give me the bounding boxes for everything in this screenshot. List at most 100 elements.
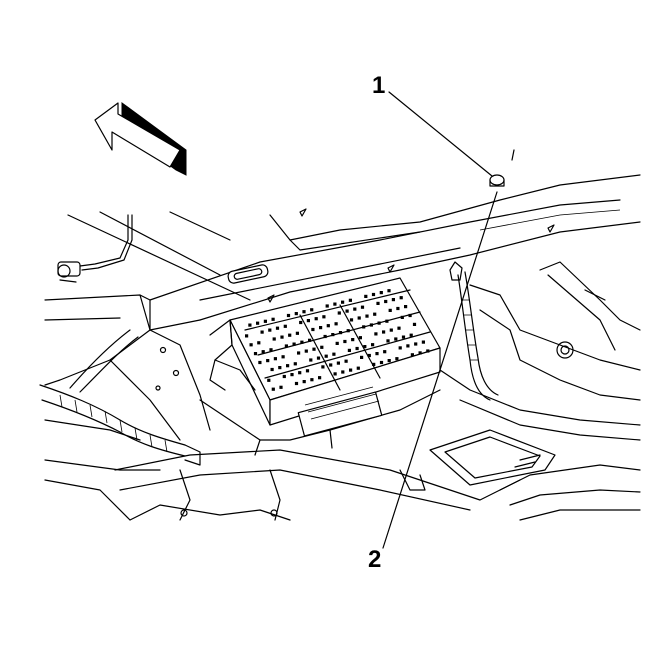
fuse-terminal bbox=[269, 348, 273, 352]
fuse-block bbox=[229, 277, 441, 426]
fuse-terminal bbox=[376, 301, 380, 305]
fuse-block-bracket bbox=[199, 319, 441, 456]
fuse-terminal bbox=[374, 332, 378, 336]
fuse-terminal bbox=[396, 306, 400, 311]
fuse-terminal bbox=[364, 294, 368, 298]
callout-leaders bbox=[382, 91, 498, 549]
fuse-terminal bbox=[372, 362, 376, 366]
fuse-terminal bbox=[312, 347, 316, 351]
fuse-terminal bbox=[409, 333, 413, 337]
fuse-terminal bbox=[375, 352, 379, 356]
fuse-terminal bbox=[331, 333, 335, 337]
fuse-terminal bbox=[298, 371, 302, 375]
fuse-terminal bbox=[373, 312, 377, 316]
fuse-terminal bbox=[358, 336, 362, 340]
fuse-terminal bbox=[322, 315, 326, 319]
fuse-terminal bbox=[341, 300, 345, 304]
fuse-terminal bbox=[256, 321, 260, 325]
fuse-terminal bbox=[302, 380, 306, 384]
wiring-harness-left bbox=[39, 329, 201, 466]
fuse-terminal bbox=[386, 339, 390, 343]
fuse-terminal bbox=[344, 359, 348, 363]
fuse-terminal bbox=[404, 305, 408, 309]
fuse-terminal bbox=[349, 368, 353, 372]
fuse-terminal bbox=[363, 345, 367, 349]
fuse-terminal bbox=[387, 359, 391, 363]
fuse-terminal bbox=[275, 326, 280, 330]
fuse-terminal bbox=[345, 309, 349, 313]
fuse-terminal bbox=[371, 292, 376, 297]
fuse-terminal bbox=[268, 328, 272, 332]
fuse-terminal bbox=[299, 320, 303, 325]
fuse-terminal bbox=[284, 344, 288, 348]
fuse-terminal bbox=[273, 357, 277, 361]
fuse-terminal bbox=[293, 362, 297, 366]
fuse-terminal bbox=[319, 326, 323, 330]
fuse-terminal bbox=[323, 334, 327, 339]
fuse-terminal bbox=[347, 348, 351, 352]
fuse-terminal bbox=[338, 331, 343, 335]
fuse-terminal bbox=[371, 343, 375, 347]
fuse-terminal bbox=[257, 341, 261, 345]
fuse-terminal bbox=[360, 305, 365, 309]
fuse-terminal bbox=[412, 322, 417, 326]
fuse-terminal bbox=[316, 356, 321, 360]
fuse-terminal bbox=[294, 312, 298, 316]
fuse-terminal bbox=[388, 308, 392, 312]
fuse-terminal bbox=[266, 359, 270, 363]
fuse-terminal bbox=[337, 311, 341, 315]
fuse-terminal bbox=[341, 370, 345, 374]
fuse-terminal bbox=[282, 374, 286, 379]
fuse-terminal bbox=[295, 331, 299, 335]
fuse-terminal bbox=[253, 352, 258, 356]
fuse-terminal bbox=[320, 345, 324, 349]
fuse-terminal bbox=[387, 289, 391, 293]
fuse-terminal bbox=[356, 366, 360, 370]
fuse-terminal bbox=[332, 352, 336, 356]
fuse-terminal bbox=[334, 322, 338, 326]
fuse-terminal bbox=[426, 349, 430, 353]
floor-pan bbox=[114, 449, 521, 521]
fuse-terminal bbox=[335, 341, 339, 345]
fuse-terminal bbox=[300, 340, 304, 344]
fuse-terminal bbox=[294, 381, 299, 386]
fuse-terminal bbox=[314, 317, 318, 321]
dash-markers bbox=[267, 208, 555, 303]
fuse-terminal bbox=[349, 318, 354, 322]
fuse-terminal bbox=[369, 323, 373, 327]
fuse-terminal bbox=[343, 339, 347, 344]
fuse-terminal bbox=[245, 334, 249, 338]
fuse-terminal bbox=[272, 337, 276, 341]
fuse-terminal bbox=[406, 344, 410, 348]
fuse-terminal bbox=[399, 296, 403, 300]
fuse-terminal bbox=[391, 298, 395, 302]
fuse-terminal bbox=[290, 373, 294, 377]
front-direction-arrow-icon bbox=[94, 102, 187, 176]
fuse-terminal bbox=[379, 360, 384, 365]
fuse-terminal bbox=[377, 321, 381, 325]
fuse-terminal bbox=[280, 335, 284, 339]
fuse-terminal bbox=[309, 358, 313, 362]
fuse-terminal bbox=[270, 367, 274, 372]
callout-label-2: 2 bbox=[368, 546, 382, 573]
fuse-terminal bbox=[305, 369, 310, 373]
callout-label-1: 1 bbox=[372, 72, 386, 99]
fuse-terminal bbox=[401, 335, 406, 339]
fuse-terminal bbox=[397, 326, 401, 330]
fuse-terminal bbox=[321, 365, 325, 369]
fuse-terminal bbox=[418, 351, 422, 355]
fuse-terminal bbox=[421, 340, 425, 344]
fuse-terminal bbox=[348, 298, 352, 302]
fuse-terminal bbox=[308, 338, 312, 342]
fuse-terminal bbox=[281, 355, 285, 359]
fuse-terminal bbox=[329, 363, 333, 367]
fuse-terminal bbox=[382, 330, 386, 334]
fuse-terminal bbox=[410, 353, 414, 357]
fuse-terminal bbox=[258, 360, 262, 365]
fuse-terminal bbox=[383, 350, 387, 354]
fuse-terminal bbox=[346, 329, 350, 333]
fuse-terminal bbox=[385, 319, 389, 323]
fuse-terminal bbox=[310, 378, 314, 382]
